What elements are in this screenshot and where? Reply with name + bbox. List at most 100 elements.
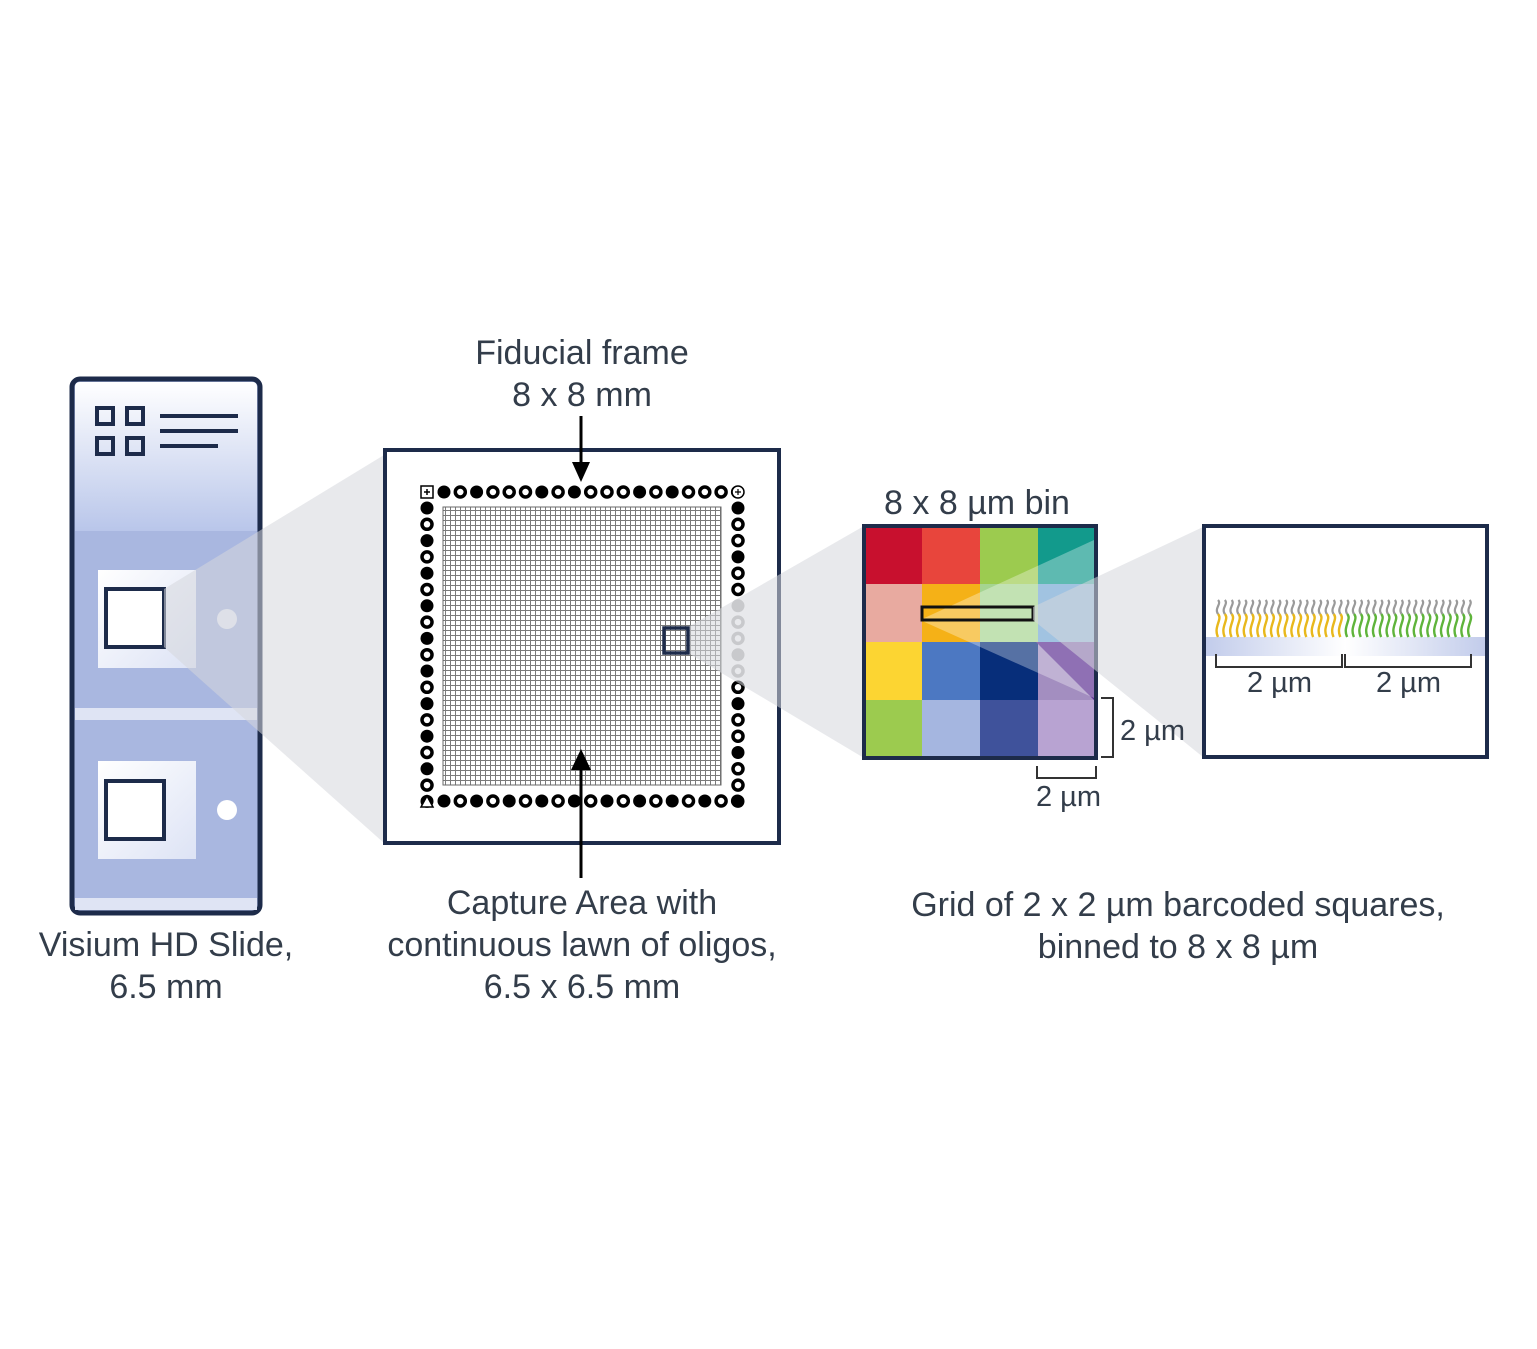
oligo-strand <box>1358 613 1364 638</box>
oligo-strand <box>1364 613 1371 638</box>
oligo-strand <box>1303 613 1310 638</box>
oligo-strand <box>1235 613 1242 638</box>
oligo-tip <box>1263 599 1268 615</box>
oligo-strand <box>1446 613 1452 638</box>
oligo-tip <box>1256 599 1262 615</box>
oligo-strand <box>1385 613 1391 638</box>
oligo-tip <box>1392 599 1398 615</box>
grid-label-line-1: Grid of 2 x 2 µm barcoded squares, <box>911 886 1445 924</box>
bin-cell <box>864 526 922 584</box>
corner-markers <box>419 485 745 808</box>
fiducial-label-line-2: 8 x 8 mm <box>512 376 652 414</box>
fiducial-dot <box>714 485 728 499</box>
barcoded-oligo-icon <box>1202 524 1489 759</box>
oligo-strand <box>1439 613 1446 638</box>
oligo-tip <box>1344 599 1350 615</box>
oligo-tip <box>1222 599 1228 615</box>
fiducial-dot <box>420 680 434 695</box>
fiducial-dot <box>583 485 598 499</box>
oligo-strand <box>1432 613 1439 638</box>
fiducial-dot <box>649 794 663 808</box>
fiducial-dot <box>420 550 434 564</box>
bin-width-bracket <box>1036 766 1097 779</box>
bin-cell <box>922 700 980 758</box>
fiducial-dot <box>731 550 745 564</box>
oligo-tip <box>1249 599 1255 615</box>
oligo-strand <box>1419 613 1425 638</box>
fiducial-dot <box>453 485 468 499</box>
oligo-strand <box>1256 613 1262 638</box>
fiducial-dot <box>486 794 500 808</box>
oligo-strand <box>1405 613 1412 638</box>
fiducial-dot <box>600 794 614 808</box>
fiducial-dot <box>420 534 434 548</box>
oligo-tip <box>1324 599 1330 615</box>
oligo-strand <box>1371 613 1378 638</box>
fiducial-dot <box>470 485 484 499</box>
oligo-strand <box>1222 613 1228 638</box>
oligo-strand <box>1426 613 1432 638</box>
selected-bin-marker <box>662 626 690 655</box>
fiducial-dot <box>420 697 434 711</box>
oligo-tip <box>1467 599 1472 615</box>
fiducial-dot <box>518 794 533 808</box>
oligo-tip <box>1304 599 1309 615</box>
detail-right-bracket <box>1344 654 1472 668</box>
oligo-strand <box>1412 613 1418 638</box>
fiducial-dot <box>486 485 500 499</box>
fiducial-dot <box>616 485 631 499</box>
oligo-tip <box>1358 599 1364 615</box>
fiducial-dot <box>731 582 745 597</box>
capture-area-lower <box>98 761 237 859</box>
oligo-tip <box>1317 599 1323 615</box>
bin-height-bracket <box>1101 697 1114 758</box>
oligo-strand <box>1351 613 1357 638</box>
slide-label-line-1: Visium HD Slide, <box>38 926 294 964</box>
fiducial-dot <box>731 762 745 776</box>
oligo-strand <box>1398 613 1405 638</box>
oligo-strand <box>1310 613 1316 638</box>
oligo-tip <box>1331 599 1336 615</box>
oligo-tip <box>1338 599 1343 615</box>
oligo-strand <box>1262 613 1269 638</box>
oligo-strand <box>1337 613 1344 638</box>
fiducial-dot <box>633 485 647 499</box>
fiducial-dot <box>649 485 663 499</box>
bin-cell <box>1038 526 1096 584</box>
fiducial-dot <box>698 794 712 808</box>
fiducial-dot <box>420 664 434 678</box>
fiducial-arrow <box>572 416 590 482</box>
fiducial-dot <box>665 485 679 499</box>
oligo-strand <box>1378 613 1384 638</box>
fiducial-dot <box>518 485 533 499</box>
fiducial-dot <box>420 517 434 532</box>
oligo-tip <box>1215 599 1221 615</box>
oligo-strand <box>1269 613 1276 638</box>
oligo-strand <box>1330 613 1337 638</box>
fiducial-dot <box>470 794 484 808</box>
fiducial-dot <box>420 582 434 597</box>
fiducial-dot <box>420 745 434 760</box>
fiducial-dot <box>731 794 745 808</box>
bin-width-label: 2 µm <box>1036 781 1102 813</box>
bin-cell <box>864 642 922 700</box>
fiducial-dot <box>731 697 745 711</box>
oligo-tip <box>1236 599 1241 615</box>
bin-title: 8 x 8 µm bin <box>884 484 1070 522</box>
bin-cell <box>922 526 980 584</box>
oligo-strand <box>1460 613 1466 638</box>
oligo-strand <box>1228 613 1235 638</box>
fiducial-dot <box>731 778 745 792</box>
oligo-tip <box>1419 599 1425 615</box>
capture-area-label: Capture Area with continuous lawn of oli… <box>357 882 807 1008</box>
oligo-tip <box>1242 599 1248 615</box>
oligo-tip <box>1365 599 1370 615</box>
oligo-strands <box>1215 599 1473 638</box>
oligo-strand <box>1283 613 1289 638</box>
fiducial-dot <box>731 517 745 532</box>
fiducial-frame-label: Fiducial frame 8 x 8 mm <box>432 332 732 416</box>
fiducial-dot <box>420 713 434 727</box>
oligo-tip <box>1460 599 1466 615</box>
capture-label-line-2: continuous lawn of oligos, <box>387 926 777 964</box>
fiducial-dot <box>502 794 516 808</box>
